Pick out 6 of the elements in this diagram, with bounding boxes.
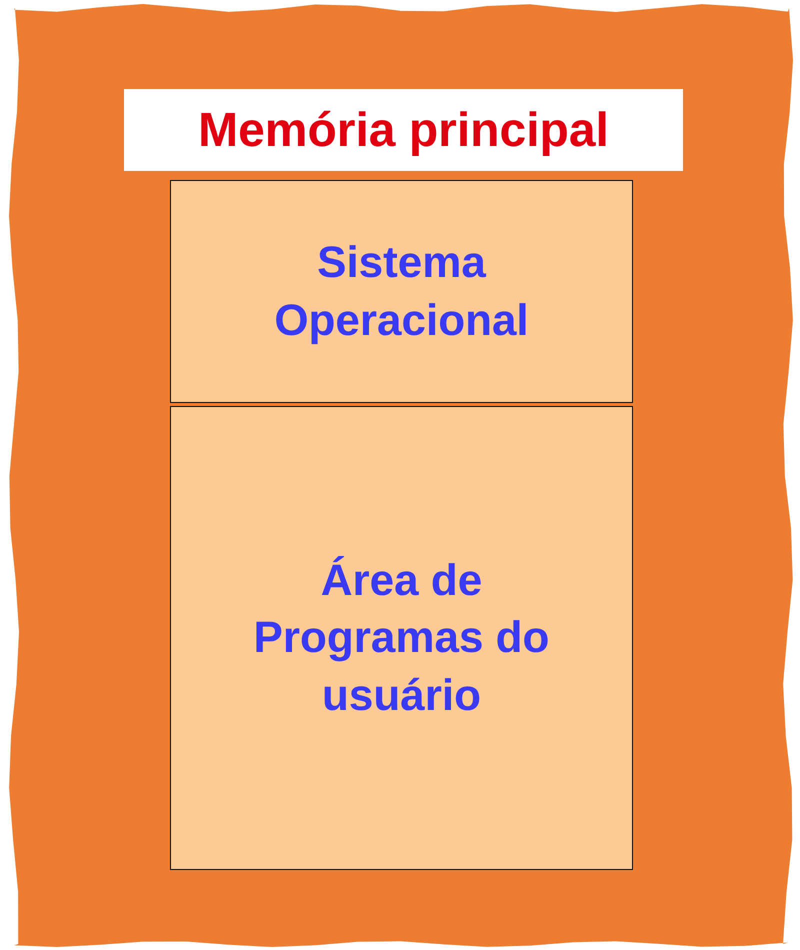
title-box (124, 89, 683, 171)
memory-region-box (170, 406, 633, 870)
memory-region-box (170, 180, 633, 403)
title-text: Memória principal (198, 102, 609, 158)
region-label: Sistema Operacional (273, 237, 530, 346)
region-label: Área de Programas do usuário (252, 555, 550, 722)
